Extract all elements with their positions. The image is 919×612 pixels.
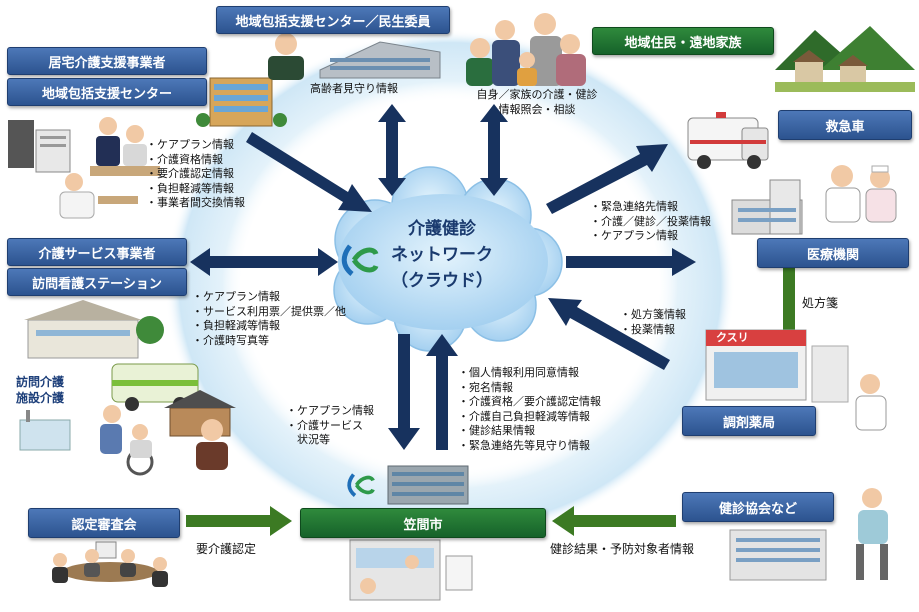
wheelchair-care-icon (100, 405, 154, 476)
info-line: ・ケアプラン情報 (590, 229, 678, 242)
bath-equipment-icon (19, 410, 71, 451)
info-line: ・ケアプラン情報 (146, 138, 234, 151)
arrow-watch (378, 104, 406, 196)
info-line: ・介護自己負担軽減等情報 (458, 409, 590, 423)
arrow-service (190, 248, 338, 276)
box-kenshin: 健診協会など (682, 492, 834, 522)
arrow-city-down (388, 334, 420, 450)
arrow-ambulance (546, 144, 668, 214)
village-hills-icon (775, 26, 915, 92)
arrow-prescription (773, 268, 805, 354)
info-line: ・緊急連絡先情報 (590, 200, 678, 213)
label-family-line: 情報照会・相談 (498, 102, 576, 116)
pharmacy-sign: クスリ (716, 331, 749, 344)
family-icon (466, 13, 586, 86)
label-pharmacy-info: ・処方箋情報 ・投薬情報 (620, 308, 686, 337)
care-van-icon (111, 363, 199, 411)
info-line: ・事業者間交換情報 (146, 196, 245, 209)
info-line: ・介護資格情報 (146, 152, 223, 166)
arrow-kyotaku (246, 132, 372, 212)
label-service-info: ・ケアプラン情報 ・サービス利用票／提供票／他 ・負担軽減等情報 ・介護時写真等 (192, 290, 346, 348)
label-emergency-info: ・緊急連絡先情報 ・介護／健診／投薬情報 ・ケアプラン情報 (590, 200, 711, 244)
info-line: ・介護サービス (286, 418, 363, 432)
info-line: ・宛名情報 (458, 380, 513, 394)
info-line: ・緊急連絡先等見守り情報 (458, 438, 590, 452)
label-prescription: 処方箋 (802, 296, 839, 310)
ambulance-icon (687, 112, 769, 169)
doctor-nurse-icon (825, 165, 897, 223)
visit-care-line: 訪問介護 (16, 375, 65, 389)
label-visit-care: 訪問介護 施設介護 (16, 374, 64, 406)
meeting-icon (52, 541, 168, 587)
cloud-title-line2: ネットワーク (391, 245, 493, 265)
info-line: ・介護資格／要介護認定情報 (458, 395, 601, 408)
health-center-icon (729, 529, 827, 581)
phone-officer-icon (268, 33, 304, 80)
city-hall-icon (387, 465, 469, 505)
box-medical: 医療機関 (757, 238, 909, 268)
hospital-icon (731, 179, 803, 235)
label-family: 自身／家族の介護・健診 情報照会・相談 (462, 88, 612, 117)
cloud-title-line3: （クラウド） (391, 271, 493, 291)
cloud-core (338, 194, 548, 330)
box-houmon-kango: 訪問看護ステーション (7, 268, 187, 296)
info-line: 状況等 (286, 433, 330, 446)
box-houkatsu-minsei: 地域包括支援センター／民生委員 (216, 6, 450, 34)
visit-care-line: 施設介護 (16, 391, 65, 405)
box-nintei: 認定審査会 (28, 508, 180, 538)
box-pharmacy: 調剤薬局 (682, 406, 816, 436)
info-line: ・負担軽減等情報 (146, 181, 234, 195)
info-line: ・ケアプラン情報 (192, 290, 280, 303)
green-arrows (186, 268, 805, 536)
pharmacy-store-icon (705, 329, 807, 401)
box-kyotaku: 居宅介護支援事業者 (7, 47, 207, 75)
cloud-title: 介護健診 ネットワーク （クラウド） (372, 216, 512, 294)
info-line: ・投薬情報 (620, 322, 675, 336)
info-line: ・健診結果情報 (458, 424, 535, 437)
box-residents: 地域住民・遠地家族 (592, 27, 774, 55)
checkup-patient-icon (856, 488, 888, 580)
navy-arrows (190, 104, 696, 450)
label-kyotaku-info: ・ケアプラン情報 ・介護資格情報 ・要介護認定情報 ・負担軽減等情報 ・事業者間… (146, 138, 245, 211)
label-nintei-out: 要介護認定 (196, 542, 257, 556)
arrow-city-up (426, 334, 458, 450)
info-line: ・介護時写真等 (192, 333, 269, 347)
info-line: ・要介護認定情報 (146, 167, 234, 180)
arrow-medical (566, 248, 696, 276)
arrow-nintei (186, 506, 292, 536)
office-documents-icon (8, 120, 71, 173)
info-line: ・サービス利用票／提供票／他 (192, 304, 346, 318)
care-facility-icon (24, 300, 164, 359)
arrow-kenshin (552, 506, 676, 536)
cloud-title-line1: 介護健診 (408, 219, 476, 239)
city-logo-icon (346, 470, 376, 500)
label-family-line: 自身／家族の介護・健診 (476, 88, 598, 101)
building-icon (196, 77, 287, 127)
box-houkatsu-center: 地域包括支援センター (7, 78, 207, 106)
office-workers-icon (59, 117, 160, 219)
box-ambulance: 救急車 (778, 110, 912, 140)
info-line: ・介護／健診／投薬情報 (590, 214, 711, 228)
label-kenshin-out: 健診結果・予防対象者情報 (550, 542, 695, 556)
info-line: ・処方箋情報 (620, 308, 686, 321)
label-watch: 高齢者見守り情報 (310, 82, 398, 95)
box-kaigo-service: 介護サービス事業者 (7, 238, 187, 266)
info-line: ・ケアプラン情報 (286, 404, 374, 417)
info-line: ・負担軽減等情報 (192, 319, 280, 332)
pharmacist-icon (811, 345, 887, 431)
arrow-family (480, 104, 508, 196)
service-counter-icon (349, 539, 473, 601)
label-city-out: ・ケアプラン情報 ・介護サービス 状況等 (286, 404, 374, 448)
caregiver-icon (196, 419, 228, 470)
info-line: ・個人情報利用同意情報 (458, 366, 579, 379)
label-city-in: ・個人情報利用同意情報 ・宛名情報 ・介護資格／要介護認定情報 ・介護自己負担軽… (458, 366, 601, 453)
office-building-icon (319, 41, 441, 79)
box-kasama: 笠間市 (300, 508, 546, 538)
logo-icon (340, 240, 380, 280)
arrow-pharmacy (548, 298, 670, 370)
